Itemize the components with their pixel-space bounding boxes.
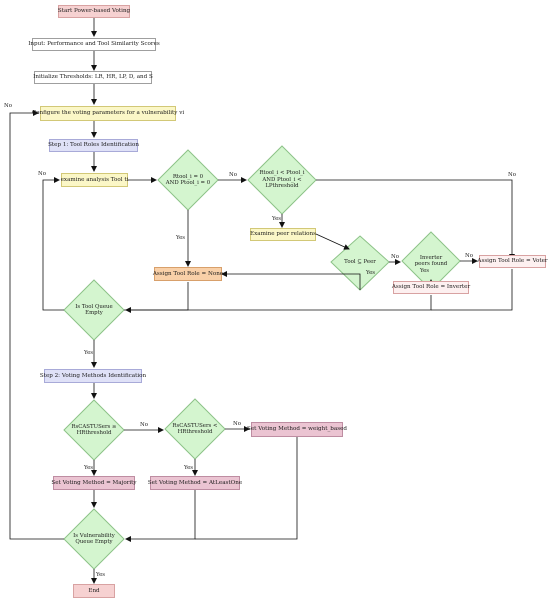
edge-label-no-zero: No: [229, 172, 237, 178]
set-majority-label: Set Voting Method = Majority: [51, 479, 137, 486]
diamond-peer-text: Tool ⊆ Peer: [344, 258, 376, 265]
assign-voter-node: Assign Tool Role = Voter: [477, 255, 548, 268]
edge-label-no-peer: No: [391, 254, 399, 260]
examine-tool-label: examine analysis Tool ti: [60, 176, 129, 183]
set-atleastone-node: Set Voting Method = AtLeastOne: [147, 476, 243, 490]
init-label: Initialize Thresholds: LR, HR, LP, D, an…: [33, 74, 153, 81]
end-node: End: [73, 584, 115, 598]
end-label: End: [88, 587, 100, 594]
set-majority-node: Set Voting Method = Majority: [51, 476, 137, 490]
step1-node: Step 1: Tool Roles Identification: [48, 139, 139, 152]
diamond-tool-zero-text: Rtool_i = 0 AND Ptool_i = 0: [165, 173, 211, 186]
step2-node: Step 2: Voting Methods Identification: [40, 369, 146, 383]
start-label: Start Power-based Voting: [57, 8, 131, 15]
diamond-low-reliability-text: RsCASTUSers < HRthreshold: [172, 422, 218, 435]
edge-label-no-vuln-queue: No: [4, 103, 12, 109]
edge-label-no-tool-queue: No: [38, 171, 46, 177]
assign-voter-label: Assign Tool Role = Voter: [477, 258, 548, 265]
diamond-lp-text: Rtool_i < Ptool_i AND Ptool_i < LPthresh…: [259, 170, 305, 190]
edge-label-yes-hr: Yes: [84, 465, 94, 471]
connector-lines: [9, 18, 515, 584]
input-label: Input: Performance and Tool Similarity S…: [28, 41, 160, 48]
configure-voting-node: Configure the voting parameters for a vu…: [32, 106, 184, 121]
edge-label-yes-vuln-queue: Yes: [96, 572, 106, 578]
start-node: Start Power-based Voting: [58, 5, 130, 18]
diamond-tool-queue-text: Is Tool Queue Empty: [75, 303, 113, 316]
step1-label: Step 1: Tool Roles Identification: [48, 142, 139, 149]
configure-label: Configure the voting parameters for a vu…: [31, 110, 185, 117]
edge-label-no-hr2: No: [233, 421, 241, 427]
assign-none-label: Assign Tool Role = None: [152, 270, 224, 277]
examine-peer-label: Examine peer relations: [250, 231, 316, 238]
diamond-high-reliability-text: RsCASTUSers ≥ HRthreshold: [71, 423, 117, 436]
edge-label-yes-tool-queue: Yes: [84, 350, 94, 356]
edge-label-no-hr: No: [140, 422, 148, 428]
edge-label-yes-lp: Yes: [272, 216, 282, 222]
assign-inverter-label: Assign Tool Role = Inverter: [391, 284, 471, 291]
examine-peer-node: Examine peer relations: [250, 228, 316, 241]
edge-label-yes-peer: Yes: [366, 270, 376, 276]
edge-label-no-inverter: No: [465, 253, 473, 259]
edge-label-no-lp: No: [508, 172, 516, 178]
edge-label-yes-hr2: Yes: [184, 465, 194, 471]
examine-tool-node: examine analysis Tool ti: [61, 173, 128, 187]
diamond-inverter-text: Inverter peers found: [414, 254, 448, 267]
set-weight-label: Set Voting Method = weight_based: [247, 426, 347, 433]
step2-label: Step 2: Voting Methods Identification: [39, 372, 147, 379]
init-thresholds-node: Initialize Thresholds: LR, HR, LP, D, an…: [33, 71, 153, 84]
assign-none-node: Assign Tool Role = None: [152, 267, 224, 281]
input-node: Input: Performance and Tool Similarity S…: [28, 38, 160, 51]
diamond-vulnerability-queue-text: Is Vulnerability Queue Empty: [73, 532, 115, 545]
assign-inverter-node: Assign Tool Role = Inverter: [391, 281, 471, 294]
set-atleastone-label: Set Voting Method = AtLeastOne: [147, 479, 243, 486]
edge-label-yes-zero: Yes: [176, 235, 186, 241]
set-weight-based-node: Set Voting Method = weight_based: [247, 422, 347, 437]
edge-label-yes-inverter: Yes: [420, 268, 430, 274]
